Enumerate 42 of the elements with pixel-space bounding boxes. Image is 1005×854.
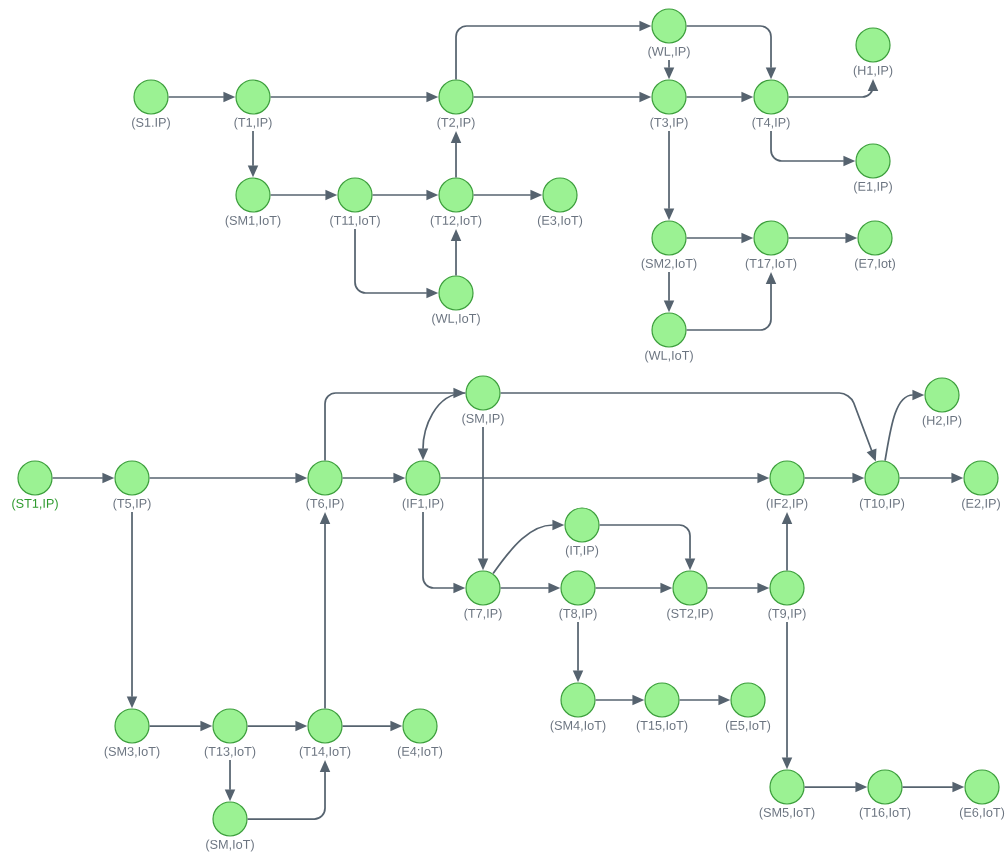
node-label: (T5,IP) (113, 498, 151, 511)
node-label: (E2,IP) (962, 498, 1000, 511)
node-label: (SM4,IoT) (550, 720, 606, 733)
node-label: (E3,IoT) (537, 215, 583, 228)
node-label: (T4,IP) (752, 117, 790, 130)
node-label: (E5,IoT) (725, 720, 771, 733)
node-label: (SM2,IoT) (641, 258, 697, 271)
node-label: (SM,IoT) (206, 839, 254, 852)
node-label: (T16,IoT) (859, 807, 911, 820)
node-label: (E6,IoT) (959, 807, 1005, 820)
node-label: (SM3,IoT) (104, 746, 160, 759)
node-label: (H2,IP) (922, 415, 962, 428)
node-label: (T6,IP) (306, 498, 344, 511)
node-label: (IF2,IP) (766, 498, 808, 511)
node-label: (T11,IoT) (330, 215, 380, 228)
node-label: (T9,IP) (768, 608, 806, 621)
node-label: (IT,IP) (565, 545, 599, 558)
node-label: (SM5,IoT) (759, 807, 815, 820)
node-label: (T3,IP) (650, 117, 688, 130)
node-label: (WL,IoT) (645, 350, 693, 363)
node-label: (E7,Iot) (855, 258, 895, 271)
node-label: (E1,IP) (854, 181, 892, 194)
node-label: (T15,IoT) (636, 720, 688, 733)
node-label: (WL,IoT) (432, 313, 480, 326)
node-label: (T8,IP) (559, 608, 597, 621)
node-label: (T7,IP) (464, 608, 502, 621)
node-label: (E4;IoT) (397, 746, 443, 759)
node-label: (T14,IoT) (299, 746, 351, 759)
node-label: (T1,IP) (234, 117, 272, 130)
node-label: (WL,IP) (648, 46, 690, 59)
node-label: (T12,IoT) (430, 215, 482, 228)
node-label: (S1.IP) (132, 117, 170, 130)
node-label: (T17,IoT) (745, 258, 797, 271)
node-label: (ST1,IP) (12, 498, 58, 511)
node-label: (T2,IP) (437, 117, 475, 130)
node-label: (SM,IP) (462, 413, 504, 426)
node-label: (T13,IoT) (204, 746, 256, 759)
node-label: (T10,IP) (859, 498, 905, 511)
node-label: (ST2,IP) (667, 608, 713, 621)
node-label: (IF1,IP) (402, 498, 444, 511)
node-label: (H1,IP) (853, 65, 893, 78)
node-label: (SM1,IoT) (225, 215, 281, 228)
